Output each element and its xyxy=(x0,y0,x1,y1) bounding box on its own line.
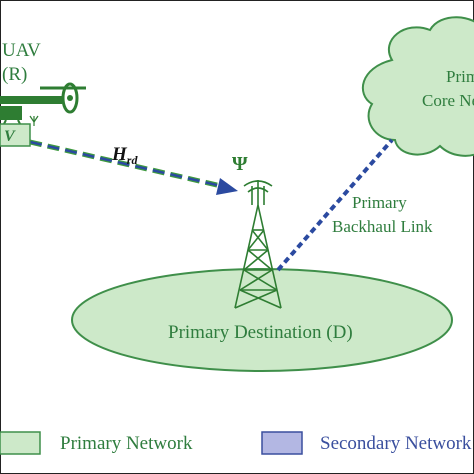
core-network-label-line1: Primary xyxy=(446,67,474,86)
legend-label-primary: Primary Network xyxy=(60,433,193,454)
uav-role-label: (R) xyxy=(2,64,27,85)
core-network-cloud xyxy=(361,16,474,157)
channel-link-blue xyxy=(29,140,231,190)
backhaul-link xyxy=(276,138,394,272)
destination-label: Primary Destination (D) xyxy=(168,322,353,343)
primary-coverage-area xyxy=(71,268,453,372)
legend-swatch-primary xyxy=(0,431,41,455)
channel-arrowhead xyxy=(216,178,238,195)
uav-device-letter: V xyxy=(4,128,16,145)
backhaul-label-line2: Backhaul Link xyxy=(332,217,433,236)
legend-swatch-secondary xyxy=(261,431,303,455)
legend-label-secondary: Secondary Network xyxy=(320,433,472,454)
antenna-symbol: Ψ xyxy=(232,153,248,175)
backhaul-label-line1: Primary xyxy=(352,193,407,212)
core-network-label-line2: Core Network xyxy=(422,91,474,110)
uav-drone xyxy=(0,82,86,147)
channel-label: Hrd xyxy=(111,144,138,167)
cell-tower xyxy=(234,180,282,309)
legend: Primary Network Secondary Network xyxy=(0,431,472,455)
uav-name-label: UAV xyxy=(2,40,41,61)
